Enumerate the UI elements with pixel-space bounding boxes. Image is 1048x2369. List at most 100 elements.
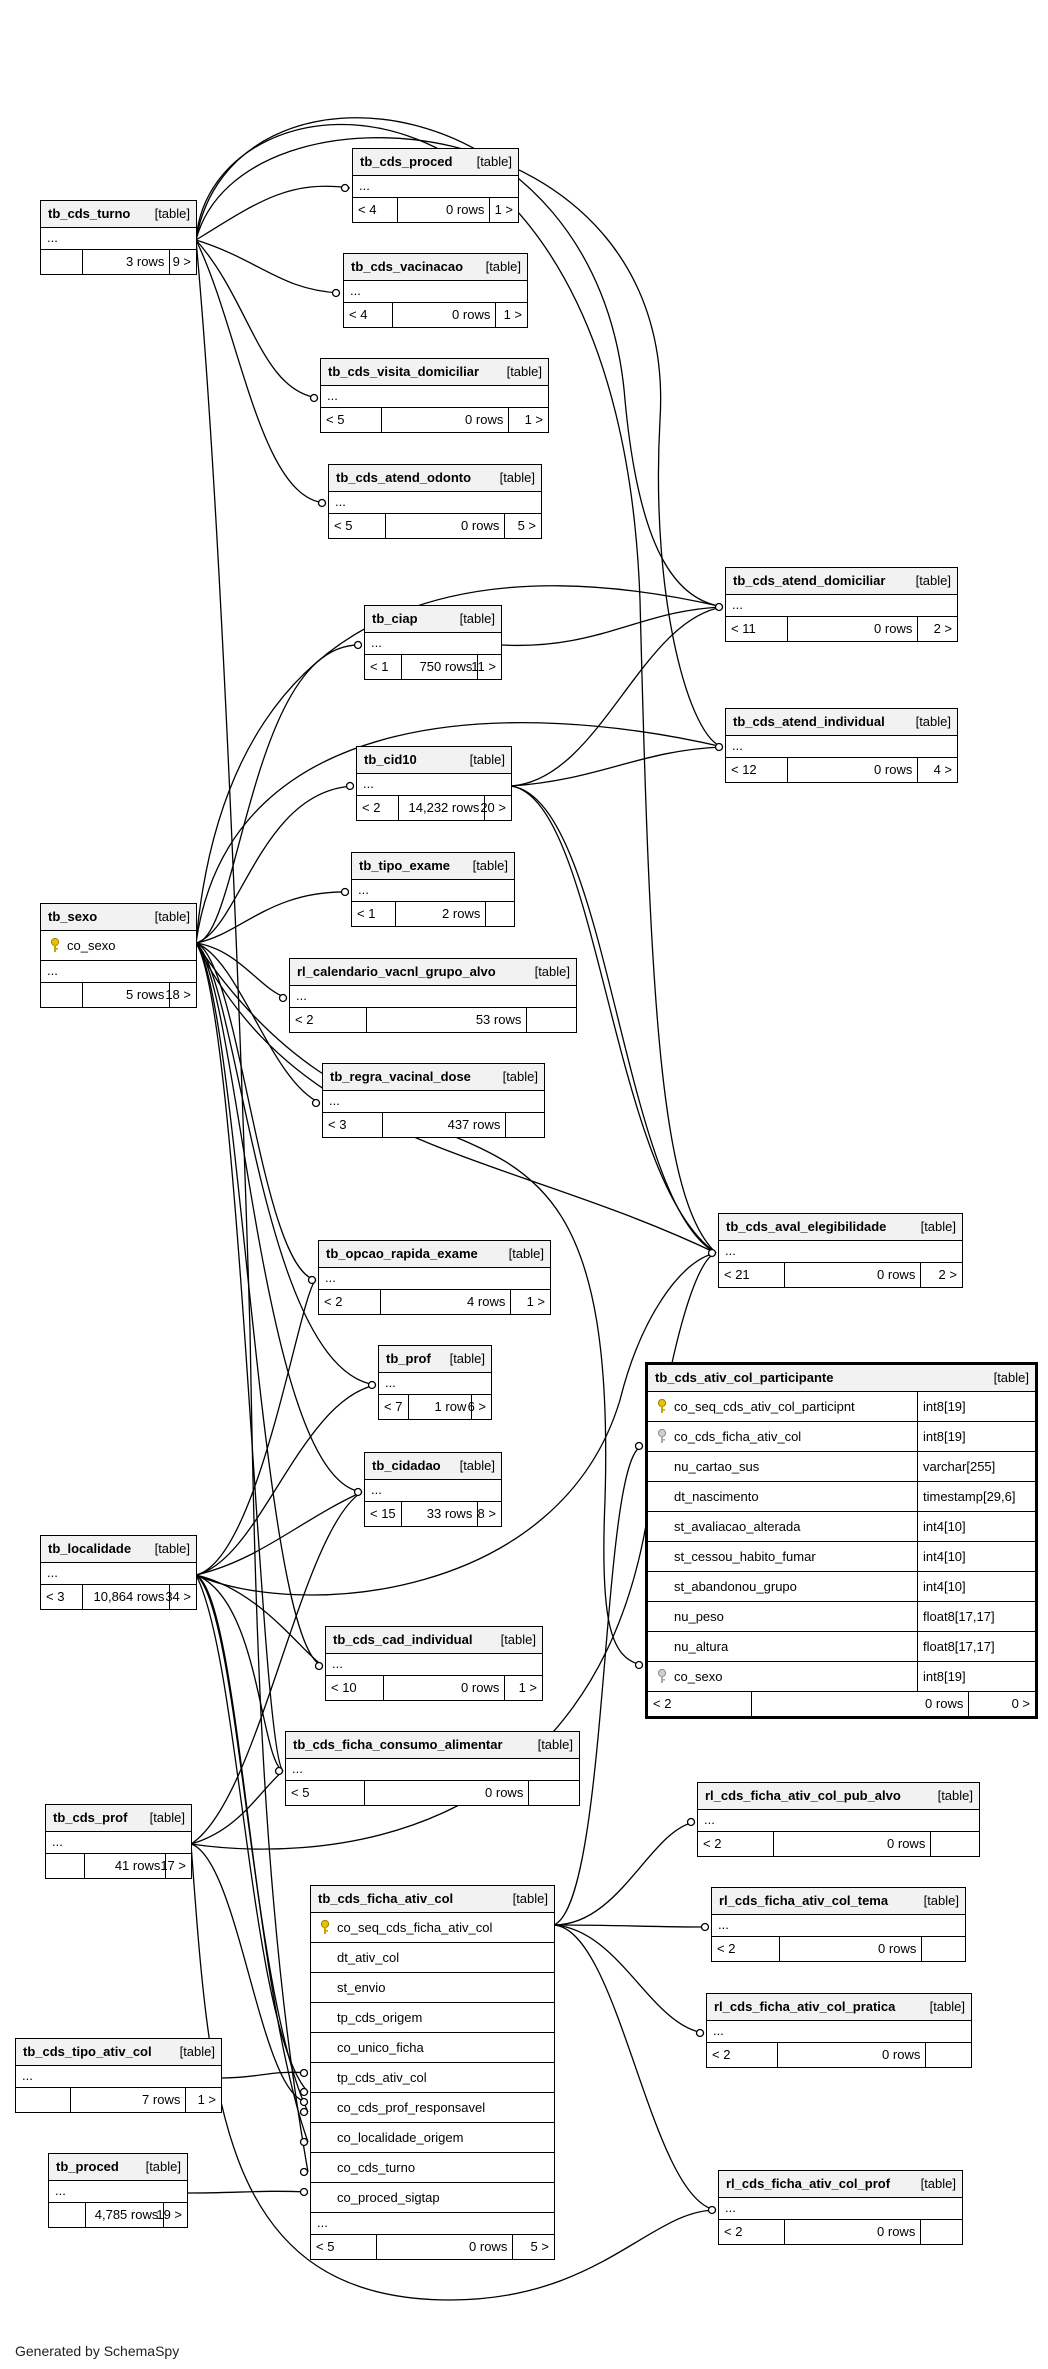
row-count[interactable]: 5 rows: [126, 987, 165, 1002]
row-count[interactable]: 0 rows: [877, 1267, 916, 1282]
parent-count[interactable]: < 2: [717, 1941, 736, 1956]
parent-count[interactable]: < 5: [316, 2239, 335, 2254]
child-count[interactable]: 1 >: [494, 202, 513, 217]
row-count[interactable]: 0 rows: [461, 518, 500, 533]
row-count[interactable]: 14,232 rows: [408, 800, 480, 815]
child-count[interactable]: 0 >: [1011, 1696, 1030, 1711]
row-count[interactable]: 0 rows: [874, 762, 913, 777]
parent-count[interactable]: < 2: [653, 1696, 672, 1711]
parent-count[interactable]: < 2: [724, 2224, 743, 2239]
row-count[interactable]: 0 rows: [452, 307, 491, 322]
child-count[interactable]: 1 >: [518, 1680, 537, 1695]
table-tb-cds-ficha-ativ-col[interactable]: tb_cds_ficha_ativ_col[table]co_seq_cds_f…: [310, 1885, 555, 2260]
parent-count[interactable]: < 2: [362, 800, 381, 815]
row-count[interactable]: 0 rows: [887, 1836, 926, 1851]
table-rl-calendario-vacnl-grupo-alvo[interactable]: rl_calendario_vacnl_grupo_alvo[table]...…: [289, 958, 577, 1033]
child-count[interactable]: 4 >: [933, 762, 952, 777]
row-count[interactable]: 4,785 rows: [94, 2207, 159, 2222]
child-count[interactable]: 19 >: [156, 2207, 183, 2222]
row-count[interactable]: 41 rows: [114, 1858, 161, 1873]
row-count[interactable]: 0 rows: [465, 412, 504, 427]
table-tb-cds-ativ-col-participante[interactable]: tb_cds_ativ_col_participante[table]co_se…: [645, 1362, 1038, 1719]
child-count[interactable]: 2 >: [933, 621, 952, 636]
row-count[interactable]: 7 rows: [142, 2092, 181, 2107]
parent-count[interactable]: < 11: [731, 621, 756, 636]
parent-count[interactable]: < 10: [331, 1680, 357, 1695]
parent-count[interactable]: < 5: [334, 518, 353, 533]
row-count[interactable]: 2 rows: [442, 906, 481, 921]
parent-count[interactable]: < 1: [370, 659, 389, 674]
parent-count[interactable]: < 3: [46, 1589, 65, 1604]
parent-count[interactable]: < 5: [326, 412, 345, 427]
parent-count[interactable]: < 5: [291, 1785, 310, 1800]
parent-count[interactable]: < 12: [731, 762, 757, 777]
parent-count[interactable]: < 2: [295, 1012, 314, 1027]
child-count[interactable]: 18 >: [165, 987, 191, 1002]
parent-count[interactable]: < 1: [357, 906, 376, 921]
table-tb-cds-ficha-consumo-alimentar[interactable]: tb_cds_ficha_consumo_alimentar[table]...…: [285, 1731, 580, 1806]
table-rl-cds-ficha-ativ-col-pratica[interactable]: rl_cds_ficha_ativ_col_pratica[table]...<…: [706, 1993, 972, 2068]
child-count[interactable]: 1 >: [503, 307, 522, 322]
parent-count[interactable]: < 2: [712, 2047, 731, 2062]
row-count[interactable]: 0 rows: [877, 2224, 916, 2239]
child-count[interactable]: 8 >: [477, 1506, 496, 1521]
row-count[interactable]: 0 rows: [874, 621, 913, 636]
child-count[interactable]: 20 >: [480, 800, 506, 815]
parent-count[interactable]: < 2: [324, 1294, 343, 1309]
row-count[interactable]: 4 rows: [467, 1294, 506, 1309]
row-count[interactable]: 0 rows: [485, 1785, 524, 1800]
parent-count[interactable]: < 4: [349, 307, 368, 322]
child-count[interactable]: 9 >: [172, 254, 191, 269]
row-count[interactable]: 0 rows: [469, 2239, 508, 2254]
parent-count[interactable]: < 3: [328, 1117, 347, 1132]
row-count[interactable]: 0 rows: [925, 1696, 964, 1711]
child-count[interactable]: 17 >: [160, 1858, 186, 1873]
child-count[interactable]: 2 >: [938, 1267, 957, 1282]
row-count[interactable]: 1 row: [434, 1399, 467, 1414]
child-count[interactable]: 1 >: [524, 412, 543, 427]
child-count[interactable]: 1 >: [197, 2092, 216, 2107]
row-count[interactable]: 53 rows: [475, 1012, 522, 1027]
parent-count[interactable]: < 15: [370, 1506, 396, 1521]
row-count[interactable]: 33 rows: [426, 1506, 473, 1521]
row-count[interactable]: 0 rows: [878, 1941, 917, 1956]
parent-count[interactable]: < 7: [384, 1399, 403, 1414]
parent-count[interactable]: < 2: [703, 1836, 722, 1851]
row-count[interactable]: 750 rows: [419, 659, 473, 674]
row-count[interactable]: 0 rows: [446, 202, 485, 217]
row-count[interactable]: 10,864 rows: [93, 1589, 165, 1604]
row-count[interactable]: 437 rows: [447, 1117, 501, 1132]
child-count[interactable]: 5 >: [517, 518, 536, 533]
child-count[interactable]: 11 >: [471, 659, 496, 674]
child-count[interactable]: 5 >: [530, 2239, 549, 2254]
row-count[interactable]: 0 rows: [882, 2047, 921, 2062]
child-count[interactable]: 1 >: [526, 1294, 545, 1309]
parent-count[interactable]: < 4: [358, 202, 377, 217]
child-count[interactable]: 6 >: [467, 1399, 486, 1414]
row-count[interactable]: 0 rows: [461, 1680, 500, 1695]
parent-count[interactable]: < 21: [724, 1267, 750, 1282]
child-count[interactable]: 34 >: [165, 1589, 191, 1604]
table-rl-cds-ficha-ativ-col-pub-alvo[interactable]: rl_cds_ficha_ativ_col_pub_alvo[table]...…: [697, 1782, 980, 1857]
row-count[interactable]: 3 rows: [126, 254, 165, 269]
